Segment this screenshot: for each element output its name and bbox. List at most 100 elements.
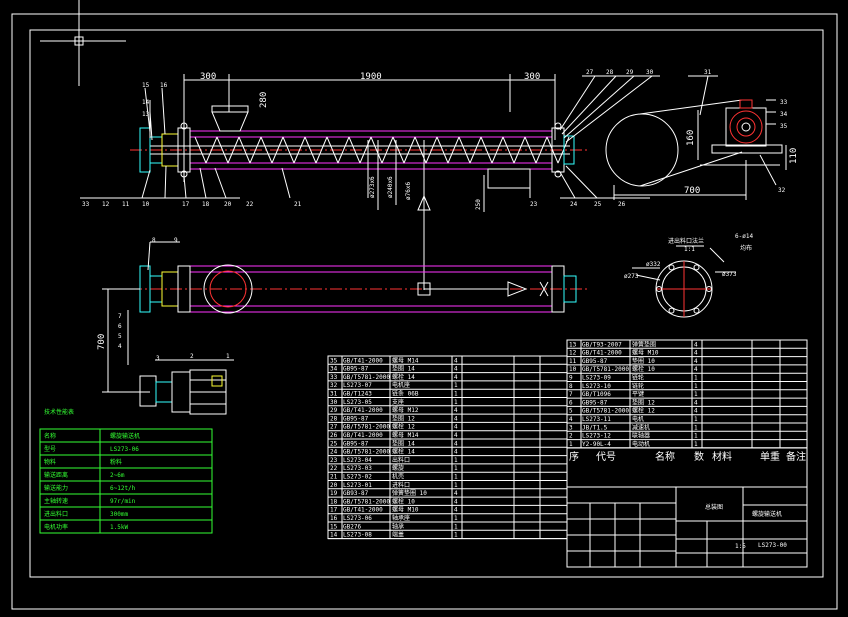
bom-left-name: 支座 bbox=[392, 398, 404, 406]
bom-right-code: GB/T41-2000 bbox=[582, 350, 622, 357]
bom-left-no: 22 bbox=[330, 465, 338, 472]
callout-label: 7 bbox=[118, 313, 122, 320]
bom-left-name: 进料口 bbox=[392, 481, 410, 489]
cad-crosshair-cursor[interactable] bbox=[40, 0, 126, 86]
bom-left-name: 链条 06B bbox=[392, 390, 419, 398]
bom-right-qty: 4 bbox=[694, 341, 698, 348]
bom-left-qty: 4 bbox=[454, 374, 458, 381]
bom-left-qty: 4 bbox=[454, 449, 458, 456]
bom-left-no: 20 bbox=[330, 482, 338, 489]
tech-row-label: 输送能力 bbox=[44, 484, 68, 492]
bom-right-name: 电机 bbox=[632, 415, 644, 423]
bom-left-no: 17 bbox=[330, 507, 338, 514]
callout-label: 4 bbox=[118, 343, 122, 350]
callout-label: 28 bbox=[606, 69, 614, 76]
bom-left-name: 轴承座 bbox=[392, 514, 410, 522]
callout-label: 32 bbox=[778, 187, 786, 194]
bom-left-name: 螺母 M14 bbox=[392, 431, 419, 439]
bom-right-no: 8 bbox=[569, 383, 573, 390]
bom-left-no: 32 bbox=[330, 382, 338, 389]
bom-left-code: LS273-05 bbox=[343, 399, 372, 406]
callout-label: 6 bbox=[118, 323, 122, 330]
bom-right-code: LS273-11 bbox=[582, 416, 611, 423]
callout-label: 1 bbox=[226, 353, 230, 360]
bom-left-name: 端盖 bbox=[392, 531, 404, 539]
callout-label: 33 bbox=[780, 99, 788, 106]
inner-border bbox=[29, 29, 824, 578]
callout-label: 17 bbox=[182, 201, 190, 208]
bom-header-cell: 名称 bbox=[655, 450, 675, 463]
bom-left-qty: 4 bbox=[454, 415, 458, 422]
bom-right-no: 11 bbox=[569, 358, 577, 365]
bom-right-name: 链轮 bbox=[632, 382, 644, 390]
callout-label: 16 bbox=[160, 82, 168, 89]
flange-hole bbox=[693, 264, 700, 271]
callout-label: 23 bbox=[530, 201, 538, 208]
tech-row-value: 6~12t/h bbox=[110, 485, 136, 492]
bom-left-qty: 4 bbox=[454, 366, 458, 373]
bom-left-qty: 4 bbox=[454, 357, 458, 364]
dim-76: ø76x6 bbox=[405, 182, 412, 200]
tech-row-value: 螺旋输送机 bbox=[110, 432, 140, 440]
bom-left-qty: 1 bbox=[454, 465, 458, 472]
bom-left-name: 出料口 bbox=[392, 456, 410, 464]
bom-left-no: 25 bbox=[330, 440, 338, 447]
bom-right-name: 螺栓 10 bbox=[632, 365, 655, 373]
bom-right-name: 电动机 bbox=[632, 440, 650, 448]
bom-right-qty: 1 bbox=[694, 441, 698, 448]
bom-left-no: 35 bbox=[330, 357, 338, 364]
bom-right-qty: 1 bbox=[694, 383, 698, 390]
bom-left-qty: 4 bbox=[454, 407, 458, 414]
bom-left-name: 垫圈 12 bbox=[392, 414, 415, 422]
tech-row-label: 名称 bbox=[44, 432, 56, 440]
bom-left-no: 34 bbox=[330, 366, 338, 373]
bom-right-no: 10 bbox=[569, 366, 577, 373]
bom-left-code: LS273-08 bbox=[343, 532, 372, 539]
callout-label: 10 bbox=[142, 201, 150, 208]
bom-left-code: LS273-04 bbox=[343, 457, 372, 464]
bom-left-code: GB/T41-2000 bbox=[343, 357, 383, 364]
bom-left-qty: 4 bbox=[454, 490, 458, 497]
callout-label: 5 bbox=[118, 333, 122, 340]
bom-left-code: GB/T41-2000 bbox=[343, 507, 383, 514]
bom-left-no: 28 bbox=[330, 415, 338, 422]
dim-300-left: 300 bbox=[200, 72, 216, 82]
bom-left-no: 16 bbox=[330, 515, 338, 522]
bom-left-code: LS273-02 bbox=[343, 474, 372, 481]
tech-row-value: 1.5kW bbox=[110, 524, 128, 531]
flange-hole bbox=[656, 286, 662, 292]
bom-header-cell: 序 bbox=[569, 450, 579, 463]
flange-title: 进出料口法兰 bbox=[668, 237, 704, 245]
bom-left-code: GB/T5781-2000 bbox=[343, 374, 390, 381]
bom-left-name: 螺旋 bbox=[392, 464, 404, 472]
bom-left-name: 螺栓 10 bbox=[392, 497, 415, 505]
bom-right-no: 4 bbox=[569, 416, 573, 423]
callout-label: 30 bbox=[646, 69, 654, 76]
conveyor-plan-view bbox=[102, 241, 590, 415]
dim-240: ø240x6 bbox=[387, 176, 394, 198]
dim-280: 280 bbox=[259, 92, 269, 108]
callout-label: 11 bbox=[122, 201, 130, 208]
bom-left-qty: 4 bbox=[454, 498, 458, 505]
bom-left-qty: 1 bbox=[454, 532, 458, 539]
callout-label: 21 bbox=[294, 201, 302, 208]
bom-right-code: LS273-09 bbox=[582, 375, 611, 382]
tech-row-value: 300mm bbox=[110, 511, 128, 518]
flange-d1: ø332 bbox=[646, 261, 661, 268]
bom-left-name: 垫圈 14 bbox=[392, 439, 415, 447]
bom-left-qty: 1 bbox=[454, 457, 458, 464]
bom-left-no: 18 bbox=[330, 498, 338, 505]
bom-right-name: 垫圈 10 bbox=[632, 357, 655, 365]
bom-right-code: JB/T1.5 bbox=[582, 424, 608, 431]
bom-left-code: GB95-87 bbox=[343, 440, 369, 447]
callout-label: 33 bbox=[82, 201, 90, 208]
bom-right-name: 平键 bbox=[632, 390, 644, 398]
bom-left-code: GB/T5781-2000 bbox=[343, 449, 390, 456]
tech-row-value: 粉料 bbox=[110, 458, 122, 466]
tech-row-label: 物料 bbox=[44, 458, 56, 466]
bom-right-qty: 1 bbox=[694, 424, 698, 431]
bom-right-no: 13 bbox=[569, 341, 577, 348]
bom-right-no: 6 bbox=[569, 399, 573, 406]
